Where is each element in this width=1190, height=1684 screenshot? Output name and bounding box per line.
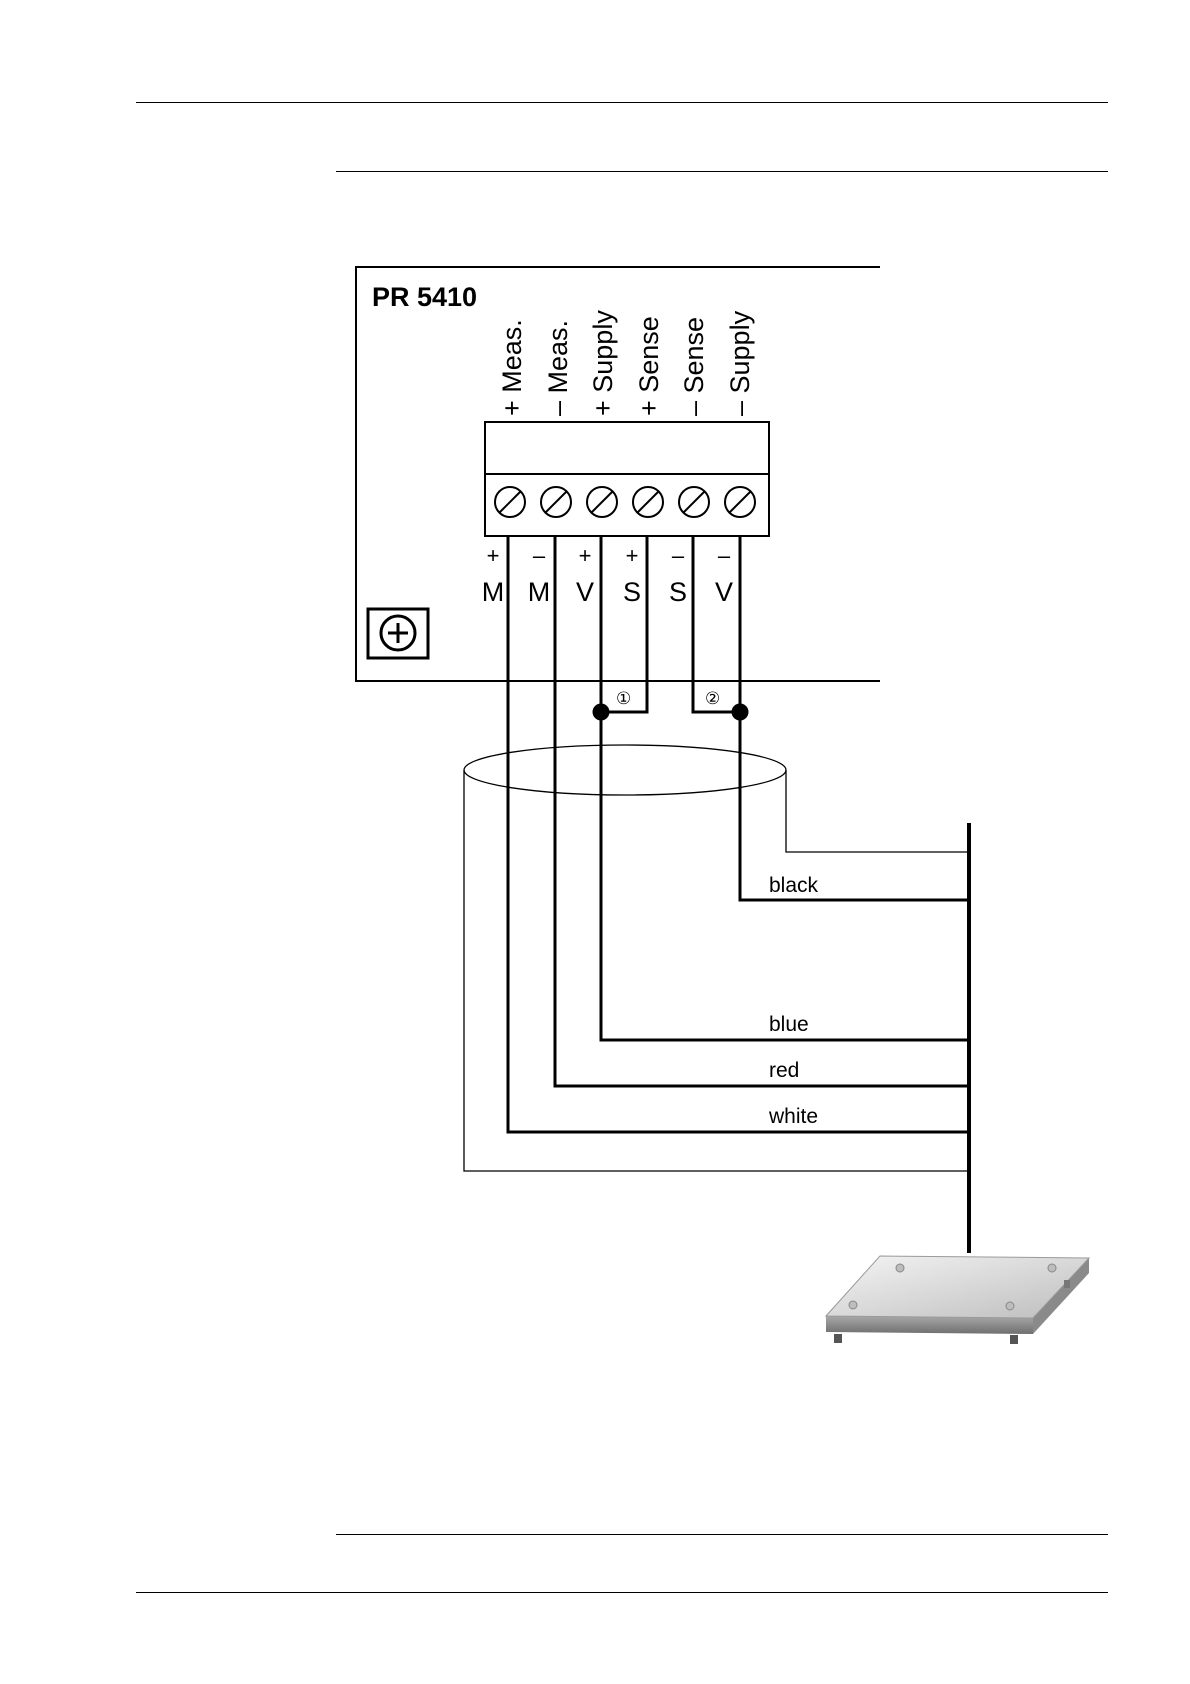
wire-label-red: red: [769, 1059, 799, 1082]
wire-black: [740, 535, 967, 900]
terminal-sign: +: [579, 543, 592, 568]
wire-blue: [601, 535, 967, 1040]
terminal-sign: –: [672, 543, 685, 568]
terminal-block: [485, 422, 769, 536]
wire-label-white: white: [768, 1105, 818, 1128]
ground-screw-icon: [368, 609, 428, 658]
screw-terminal-icon: [725, 487, 755, 517]
terminal-sign: –: [718, 543, 731, 568]
wires: [508, 535, 967, 1132]
wire-label-blue: blue: [769, 1013, 809, 1036]
sense-bridge-2: [693, 535, 740, 712]
terminal-label-minus-sense: – Sense: [679, 317, 709, 416]
sense-bridge-1: [601, 535, 647, 712]
terminal-sign: –: [533, 543, 546, 568]
junction-dot: [732, 704, 749, 721]
terminal-labels: + Meas. – Meas. + Supply + Sense – Sense…: [497, 310, 755, 416]
device-title: PR 5410: [372, 282, 477, 312]
terminal-label-minus-meas: – Meas.: [543, 320, 573, 416]
terminal-letter: V: [576, 577, 594, 607]
terminal-sign-labels: + – + + – – M M V S S V: [482, 543, 733, 607]
terminal-letter: S: [669, 577, 687, 607]
screw-terminal-icon: [587, 487, 617, 517]
terminal-letter: V: [715, 577, 733, 607]
terminal-letter: M: [528, 577, 551, 607]
bridge-label-1: ①: [616, 689, 631, 708]
bridge-label-2: ②: [705, 689, 720, 708]
screw-terminal-icon: [495, 487, 525, 517]
screw-terminal-icon: [541, 487, 571, 517]
cable-jacket: [464, 745, 967, 1171]
wire-red: [555, 535, 967, 1086]
terminal-sign: +: [487, 543, 500, 568]
terminal-label-plus-supply: + Supply: [588, 310, 618, 416]
terminal-sign: +: [626, 543, 639, 568]
terminal-label-plus-meas: + Meas.: [497, 319, 527, 416]
terminal-letter: S: [623, 577, 641, 607]
junction-dot: [593, 704, 610, 721]
screw-terminal-icon: [679, 487, 709, 517]
terminal-label-minus-supply: – Supply: [725, 310, 755, 416]
wire-white: [508, 535, 967, 1132]
screw-terminal-icon: [633, 487, 663, 517]
terminal-label-plus-sense: + Sense: [634, 316, 664, 416]
weighing-platform-icon: [825, 1256, 1090, 1344]
wire-label-black: black: [769, 874, 819, 897]
terminal-letter: M: [482, 577, 505, 607]
